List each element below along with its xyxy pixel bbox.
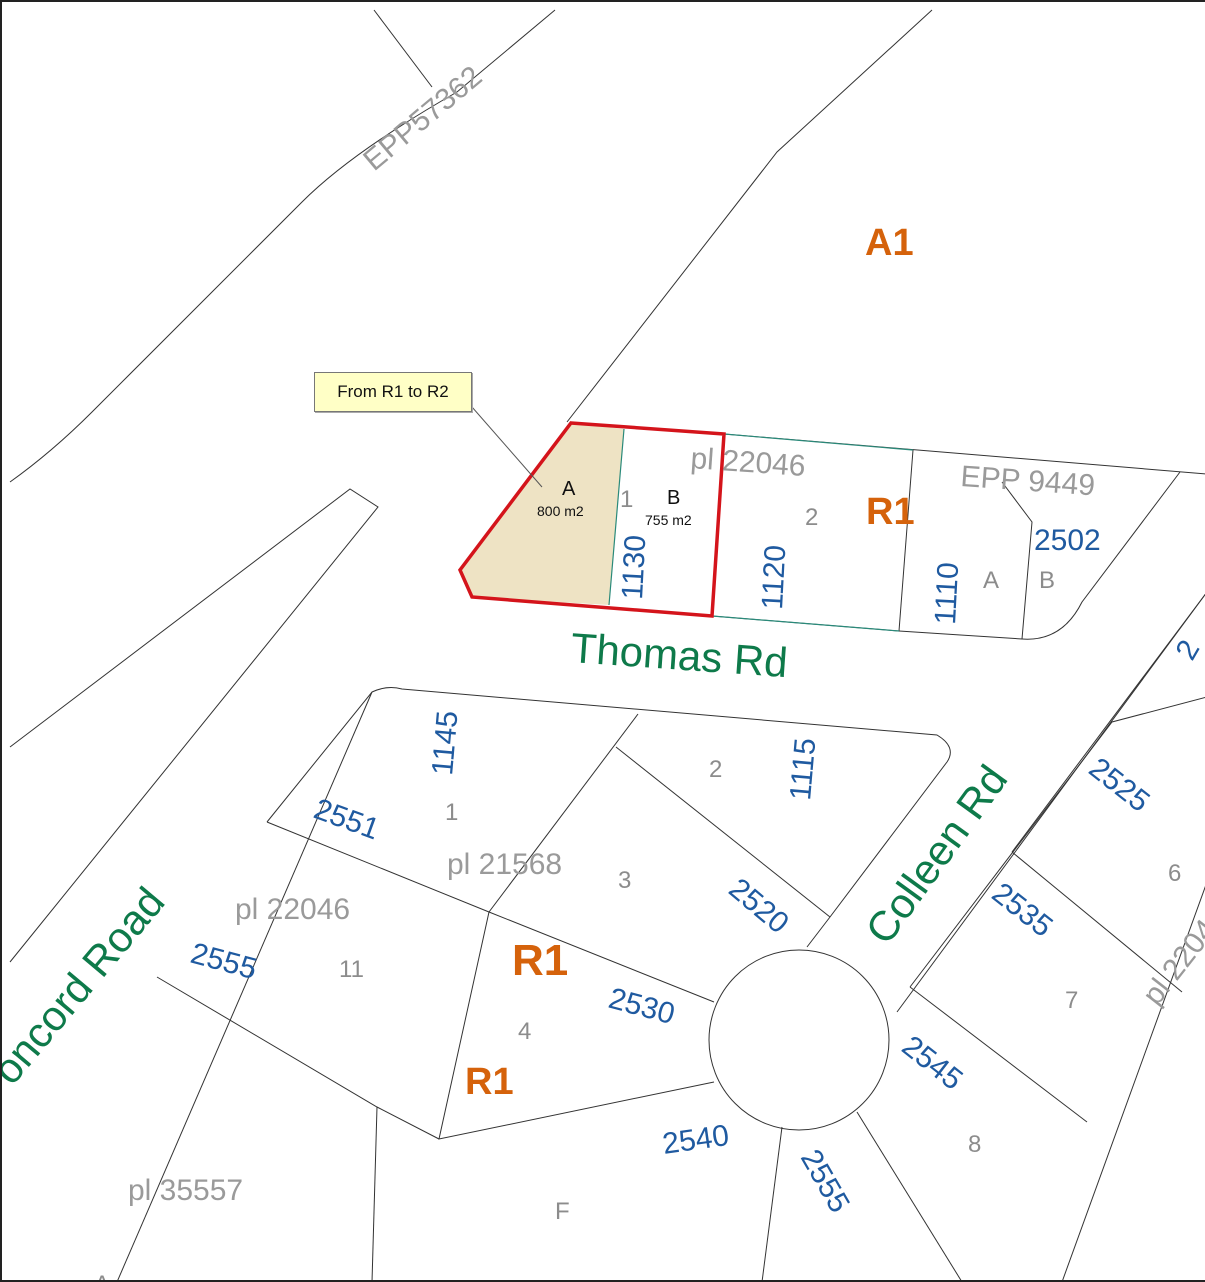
road-label-thomas: Thomas Rd [569,624,789,686]
boundary-line [9,9,556,483]
lot-number: F [555,1198,570,1225]
road-label-concord: oncord Road [2,878,173,1092]
zone-label-r1-mid: R1 [512,936,568,985]
plan-label: pl 22046 [690,442,807,483]
boundary-line [9,488,379,963]
lot-number: 1 [620,486,633,513]
subject-parcels[interactable] [457,406,914,632]
lot-number: 7 [1065,987,1078,1014]
rezoning-callout[interactable]: From R1 to R2 [314,372,472,412]
lot-number: 8 [968,1131,981,1158]
address-label: 2540 [660,1119,731,1161]
lot-b-area: 755 m2 [645,512,692,528]
boundary-line [761,1126,783,1280]
lot-number: 2 [709,756,722,783]
address-label: 1110 [929,561,965,625]
boundary-line [373,9,433,88]
boundary-line [898,449,914,632]
address-label: 2551 [310,793,384,847]
address-label: 1130 [616,534,652,600]
address-label: 2520 [723,872,795,940]
boundary-line [488,713,639,913]
address-label: 2530 [605,982,678,1031]
address-label: 2525 [1083,752,1156,819]
address-label: 2 [1169,635,1205,666]
boundary-line [909,697,1205,988]
lot-a-parcel[interactable] [460,423,624,605]
lot-a-label: A [562,478,576,500]
boundary-line [117,691,373,1280]
address-label: 2502 [1034,524,1101,557]
address-label: 1145 [426,709,464,776]
boundary-line [615,746,831,918]
callout-text: From R1 to R2 [337,382,449,401]
lot-number: 6 [1168,860,1181,887]
address-label: 2555 [187,937,260,986]
lot-number: 2 [805,504,818,531]
boundary-line [438,911,715,1140]
boundary-line [1062,886,1205,1280]
plan-label: EPP57362 [357,60,488,177]
zone-label-r1-top: R1 [866,491,915,533]
lot-b-label: B [667,487,680,509]
zone-label-r1-low: R1 [465,1061,514,1103]
boundary-line [856,1111,962,1280]
address-label: 2555 [794,1144,856,1218]
road-label-colleen: Colleen Rd [856,757,1016,953]
boundary-line [156,976,440,1140]
boundary-line [371,1106,378,1280]
boundary-line [1011,851,1183,993]
lot-divider-line [608,428,625,606]
address-label: 1120 [756,544,792,610]
callout-leader [471,406,543,488]
boundary-line [266,687,951,948]
boundary-line [566,9,933,423]
plan-label: EPP 9449 [960,460,1097,502]
plan-label: pl 22046 [235,893,350,926]
lot-divider-line [723,433,914,451]
cul-de-sac [708,949,890,1131]
zone-label-a1: A1 [865,222,914,264]
address-label: 2535 [986,877,1059,944]
lot-a-area: 800 m2 [537,503,584,519]
boundary-line [1011,593,1205,853]
lot-number: 3 [618,867,631,894]
lot-number: A [94,1271,110,1282]
lot-number: 1 [445,799,458,826]
lot-number: 4 [518,1018,531,1045]
plan-label: pl 21568 [447,848,562,881]
lot-number: A [983,567,999,594]
lot-number: B [1039,567,1055,594]
address-label: 2545 [896,1030,969,1097]
lot-number: 11 [339,956,364,983]
boundary-line [909,986,1088,1123]
rezoning-outline[interactable] [457,421,726,618]
lot-divider-line [711,615,900,632]
address-label: 1115 [784,737,822,802]
boundary-line [1001,481,1033,640]
plan-label: pl 35557 [128,1174,243,1207]
boundary-line [896,593,1205,1013]
